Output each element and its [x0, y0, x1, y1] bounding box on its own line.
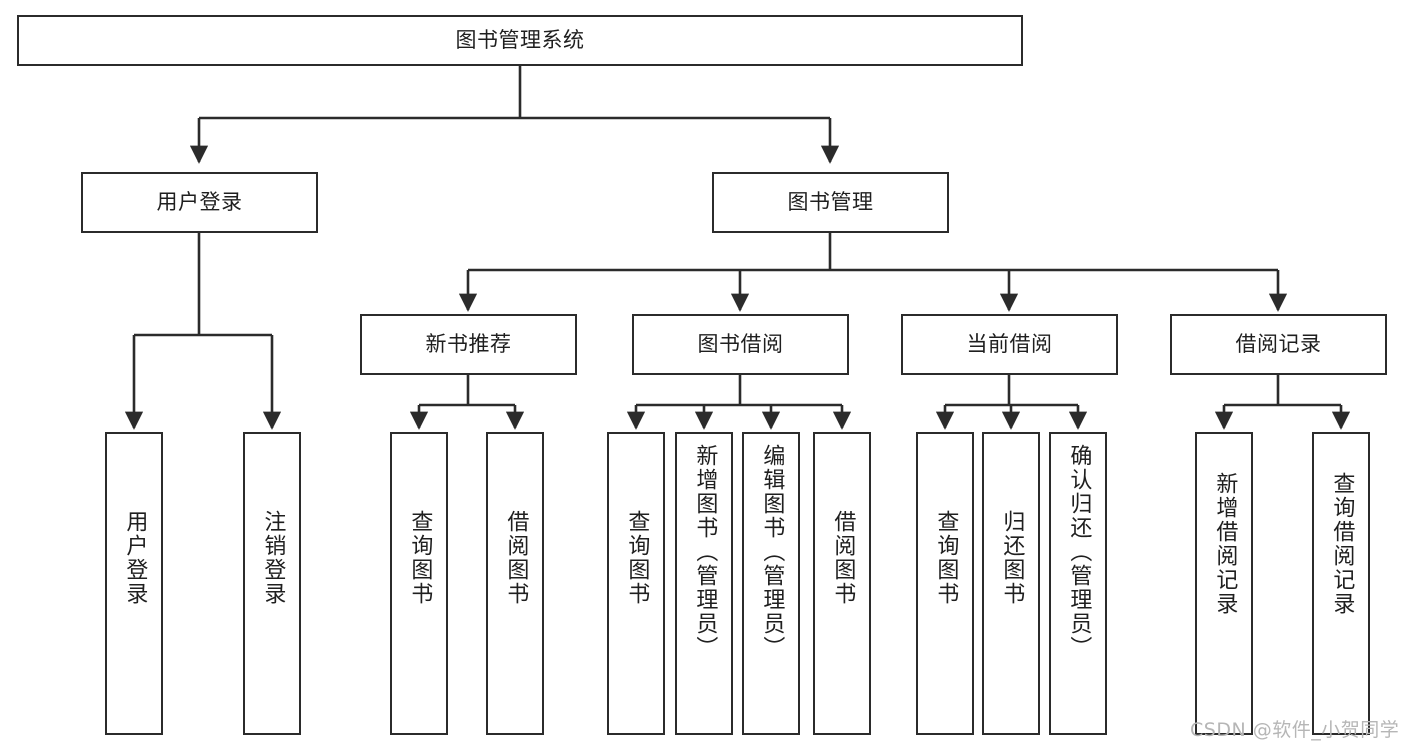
leaf-user-login-login[interactable]: 用户登录 [105, 432, 163, 735]
leaf-current-return-book[interactable]: 归还图书 [982, 432, 1040, 735]
leaf-borrow-add-book[interactable]: 新增图书（管理员） [675, 432, 733, 735]
node-book-management[interactable]: 图书管理 [712, 172, 949, 233]
leaf-borrow-borrow-book[interactable]: 借阅图书 [813, 432, 871, 735]
leaf-record-add-label: 新增借阅记录 [1212, 472, 1238, 616]
leaf-borrow-query-book[interactable]: 查询图书 [607, 432, 665, 735]
leaf-record-query[interactable]: 查询借阅记录 [1312, 432, 1370, 735]
leaf-borrow-query-book-label: 查询图书 [624, 510, 650, 606]
node-root[interactable]: 图书管理系统 [17, 15, 1023, 66]
leaf-record-add[interactable]: 新增借阅记录 [1195, 432, 1253, 735]
leaf-new-book-borrow[interactable]: 借阅图书 [486, 432, 544, 735]
csdn-watermark: CSDN @软件_小贺同学 [1190, 719, 1400, 741]
leaf-borrow-add-book-label: 新增图书（管理员） [692, 444, 718, 660]
leaf-current-return-book-label: 归还图书 [999, 510, 1025, 606]
leaf-user-login-logout[interactable]: 注销登录 [243, 432, 301, 735]
node-current-borrow[interactable]: 当前借阅 [901, 314, 1118, 375]
leaf-record-query-label: 查询借阅记录 [1329, 472, 1355, 616]
leaf-borrow-borrow-book-label: 借阅图书 [830, 510, 856, 606]
node-root-label: 图书管理系统 [455, 28, 585, 53]
leaf-user-login-logout-label: 注销登录 [260, 510, 286, 606]
node-user-login-label: 用户登录 [156, 190, 243, 215]
node-borrow-record-label: 借阅记录 [1235, 332, 1322, 357]
leaf-current-confirm-return-label: 确认归还（管理员） [1066, 444, 1092, 660]
leaf-current-query-book-label: 查询图书 [933, 510, 959, 606]
leaf-new-book-borrow-label: 借阅图书 [503, 510, 529, 606]
leaf-current-confirm-return[interactable]: 确认归还（管理员） [1049, 432, 1107, 735]
leaf-borrow-edit-book-label: 编辑图书（管理员） [759, 444, 785, 660]
node-user-login[interactable]: 用户登录 [81, 172, 318, 233]
leaf-new-book-query[interactable]: 查询图书 [390, 432, 448, 735]
node-book-borrow-label: 图书借阅 [697, 332, 784, 357]
leaf-current-query-book[interactable]: 查询图书 [916, 432, 974, 735]
node-borrow-record[interactable]: 借阅记录 [1170, 314, 1387, 375]
node-book-management-label: 图书管理 [787, 190, 874, 215]
node-new-book-recommend-label: 新书推荐 [425, 332, 512, 357]
node-book-borrow[interactable]: 图书借阅 [632, 314, 849, 375]
leaf-new-book-query-label: 查询图书 [407, 510, 433, 606]
leaf-user-login-login-label: 用户登录 [122, 510, 148, 606]
node-new-book-recommend[interactable]: 新书推荐 [360, 314, 577, 375]
leaf-borrow-edit-book[interactable]: 编辑图书（管理员） [742, 432, 800, 735]
node-current-borrow-label: 当前借阅 [966, 332, 1053, 357]
